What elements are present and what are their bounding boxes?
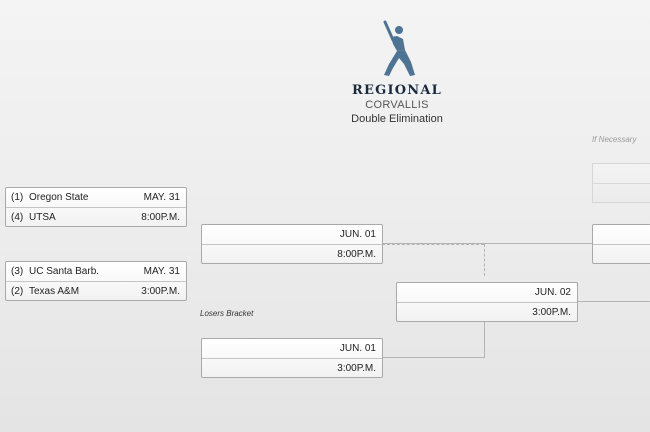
team-name: Oregon State <box>29 192 89 203</box>
game-box-1[interactable]: (1) Oregon State MAY. 31 (4) UTSA 8:00P.… <box>5 187 187 227</box>
if-necessary-label: If Necessary <box>592 135 637 144</box>
page-title: REGIONAL <box>352 83 442 98</box>
team-row: (3) UC Santa Barb. MAY. 31 <box>6 262 186 281</box>
team-seed: (4) <box>11 212 24 223</box>
game-box-partial[interactable] <box>592 224 650 264</box>
connector-losers-r1-v <box>484 321 485 358</box>
team-slot <box>593 225 650 244</box>
team-slot <box>593 244 650 264</box>
team-seed: (1) <box>11 192 24 203</box>
connector-loser-drop-v <box>484 244 485 276</box>
team-seed: (2) <box>11 286 24 297</box>
game-time: 3:00P.M. <box>532 307 571 318</box>
baseball-batter-icon <box>383 20 415 76</box>
game-date: JUN. 01 <box>339 229 376 240</box>
team-row: (1) Oregon State MAY. 31 <box>6 188 186 207</box>
losers-bracket-label: Losers Bracket <box>200 309 254 318</box>
team-name: UC Santa Barb. <box>29 266 100 277</box>
team-slot: JUN. 01 <box>202 339 382 358</box>
game-date: JUN. 01 <box>339 343 376 354</box>
team-name: UTSA <box>29 212 56 223</box>
game-date: JUN. 02 <box>534 287 571 298</box>
connector-losers-r1-h <box>382 357 484 358</box>
team-slot: JUN. 02 <box>397 283 577 302</box>
regional-location: CORVALLIS <box>365 99 429 111</box>
if-necessary-slot-divider <box>593 183 650 184</box>
game-time: 8:00P.M. <box>141 212 180 223</box>
team-slot: 8:00P.M. <box>202 244 382 264</box>
game-box-2[interactable]: (3) UC Santa Barb. MAY. 31 (2) Texas A&M… <box>5 261 187 301</box>
team-slot: JUN. 01 <box>202 225 382 244</box>
bracket-header: REGIONAL CORVALLIS Double Elimination <box>300 20 494 125</box>
tournament-format: Double Elimination <box>351 113 443 125</box>
game-time: 8:00P.M. <box>337 249 376 260</box>
connector-loser-drop-h <box>382 244 484 245</box>
game-box-winners-r2[interactable]: JUN. 01 8:00P.M. <box>201 224 383 264</box>
game-date: MAY. 31 <box>143 192 180 203</box>
team-row: (2) Texas A&M 3:00P.M. <box>6 281 186 301</box>
game-time: 3:00P.M. <box>337 363 376 374</box>
team-slot: 3:00P.M. <box>397 302 577 322</box>
game-time: 3:00P.M. <box>141 286 180 297</box>
team-row: (4) UTSA 8:00P.M. <box>6 207 186 227</box>
game-box-losers-r1[interactable]: JUN. 01 3:00P.M. <box>201 338 383 378</box>
game-box-losers-r2[interactable]: JUN. 02 3:00P.M. <box>396 282 578 322</box>
team-seed: (3) <box>11 266 24 277</box>
team-slot: 3:00P.M. <box>202 358 382 378</box>
team-name: Texas A&M <box>29 286 80 297</box>
game-date: MAY. 31 <box>143 266 180 277</box>
connector-losers-out <box>577 301 650 302</box>
connector-winners-out <box>382 243 650 244</box>
